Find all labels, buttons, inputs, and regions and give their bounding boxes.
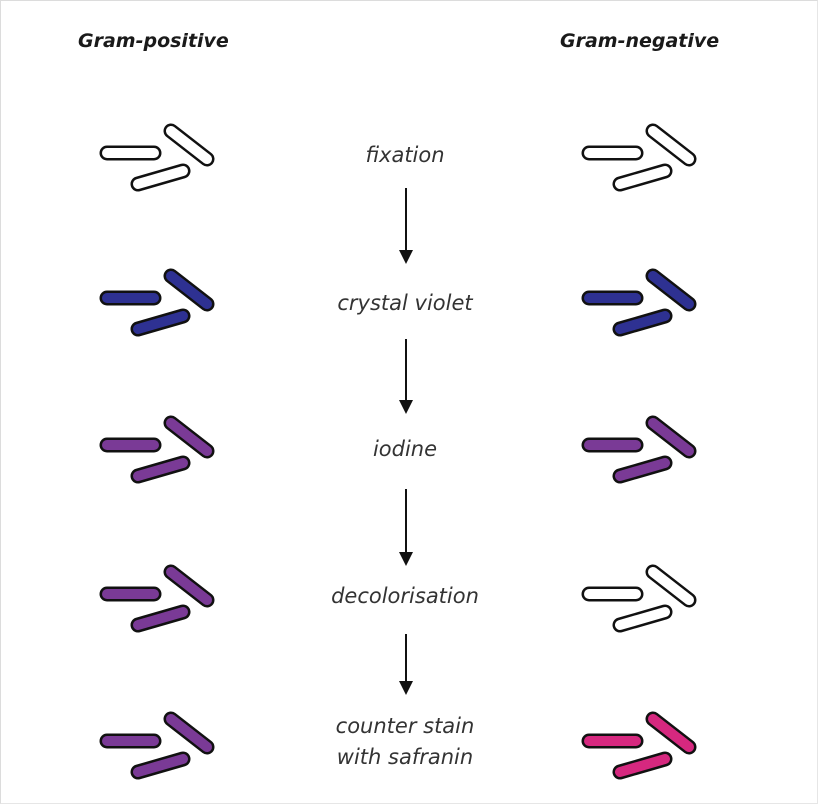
gram-negative-bacteria-4-rod-lower-fill — [615, 607, 670, 630]
gram-negative-bacteria-5-rod-diagonal-fill — [648, 714, 694, 752]
gram-negative-bacteria-1-rod-diagonal-fill — [648, 126, 694, 164]
step-fixation-label: fixation — [365, 143, 445, 167]
gram-positive-bacteria-5 — [99, 711, 215, 780]
gram-positive-bacteria-1-rod-diagonal-fill — [166, 126, 212, 164]
step-crystal-violet-label: crystal violet — [337, 291, 473, 315]
step-decolorisation-label: decolorisation — [331, 584, 479, 608]
gram-positive-bacteria-4-rod-lower-fill — [133, 607, 188, 630]
gram-negative-bacteria-2-rod-diagonal-fill — [648, 271, 694, 309]
gram-negative-bacteria-4-rod-diagonal-fill — [648, 567, 694, 605]
gram-positive-bacteria-2-rod-lower-fill — [133, 311, 188, 334]
step-counter-stain-line2: with safranin — [336, 745, 474, 769]
gram-positive-bacteria-4-rod-diagonal-fill — [166, 567, 212, 605]
arrow-down-4-head — [399, 681, 413, 695]
gram-positive-bacteria-1-rod-lower-fill — [133, 166, 188, 189]
gram-negative-bacteria-3 — [581, 415, 697, 484]
gram-negative-header: Gram-negative — [560, 30, 720, 52]
gram-negative-bacteria-2 — [581, 268, 697, 337]
gram-negative-bacteria-5-rod-lower-fill — [615, 754, 670, 777]
gram-positive-bacteria-5-rod-lower-fill — [133, 754, 188, 777]
step-counter-stain-label: counter stain with safranin — [255, 711, 555, 773]
gram-positive-bacteria-2 — [99, 268, 215, 337]
step-iodine-label: iodine — [372, 437, 438, 461]
gram-negative-bacteria-3-rod-diagonal-fill — [648, 418, 694, 456]
gram-negative-bacteria-1 — [581, 123, 697, 192]
gram-positive-bacteria-2-rod-diagonal-fill — [166, 271, 212, 309]
arrow-down-2 — [399, 339, 413, 414]
arrow-down-4 — [399, 634, 413, 695]
step-counter-stain-line1: counter stain — [335, 714, 475, 738]
gram-positive-bacteria-3-rod-lower-fill — [133, 458, 188, 481]
gram-negative-bacteria-1-rod-lower-fill — [615, 166, 670, 189]
gram-negative-bacteria-2-rod-lower-fill — [615, 311, 670, 334]
gram-positive-bacteria-4 — [99, 564, 215, 633]
gram-positive-bacteria-1 — [99, 123, 215, 192]
gram-negative-bacteria-4 — [581, 564, 697, 633]
gram-negative-bacteria-3-rod-lower-fill — [615, 458, 670, 481]
arrow-down-1 — [399, 188, 413, 264]
gram-negative-bacteria-5 — [581, 711, 697, 780]
arrow-down-1-head — [399, 250, 413, 264]
gram-positive-header: Gram-positive — [78, 30, 229, 52]
arrow-down-3-head — [399, 552, 413, 566]
arrow-down-3 — [399, 489, 413, 566]
gram-positive-bacteria-3 — [99, 415, 215, 484]
gram-positive-bacteria-3-rod-diagonal-fill — [166, 418, 212, 456]
gram-positive-bacteria-5-rod-diagonal-fill — [166, 714, 212, 752]
arrow-down-2-head — [399, 400, 413, 414]
